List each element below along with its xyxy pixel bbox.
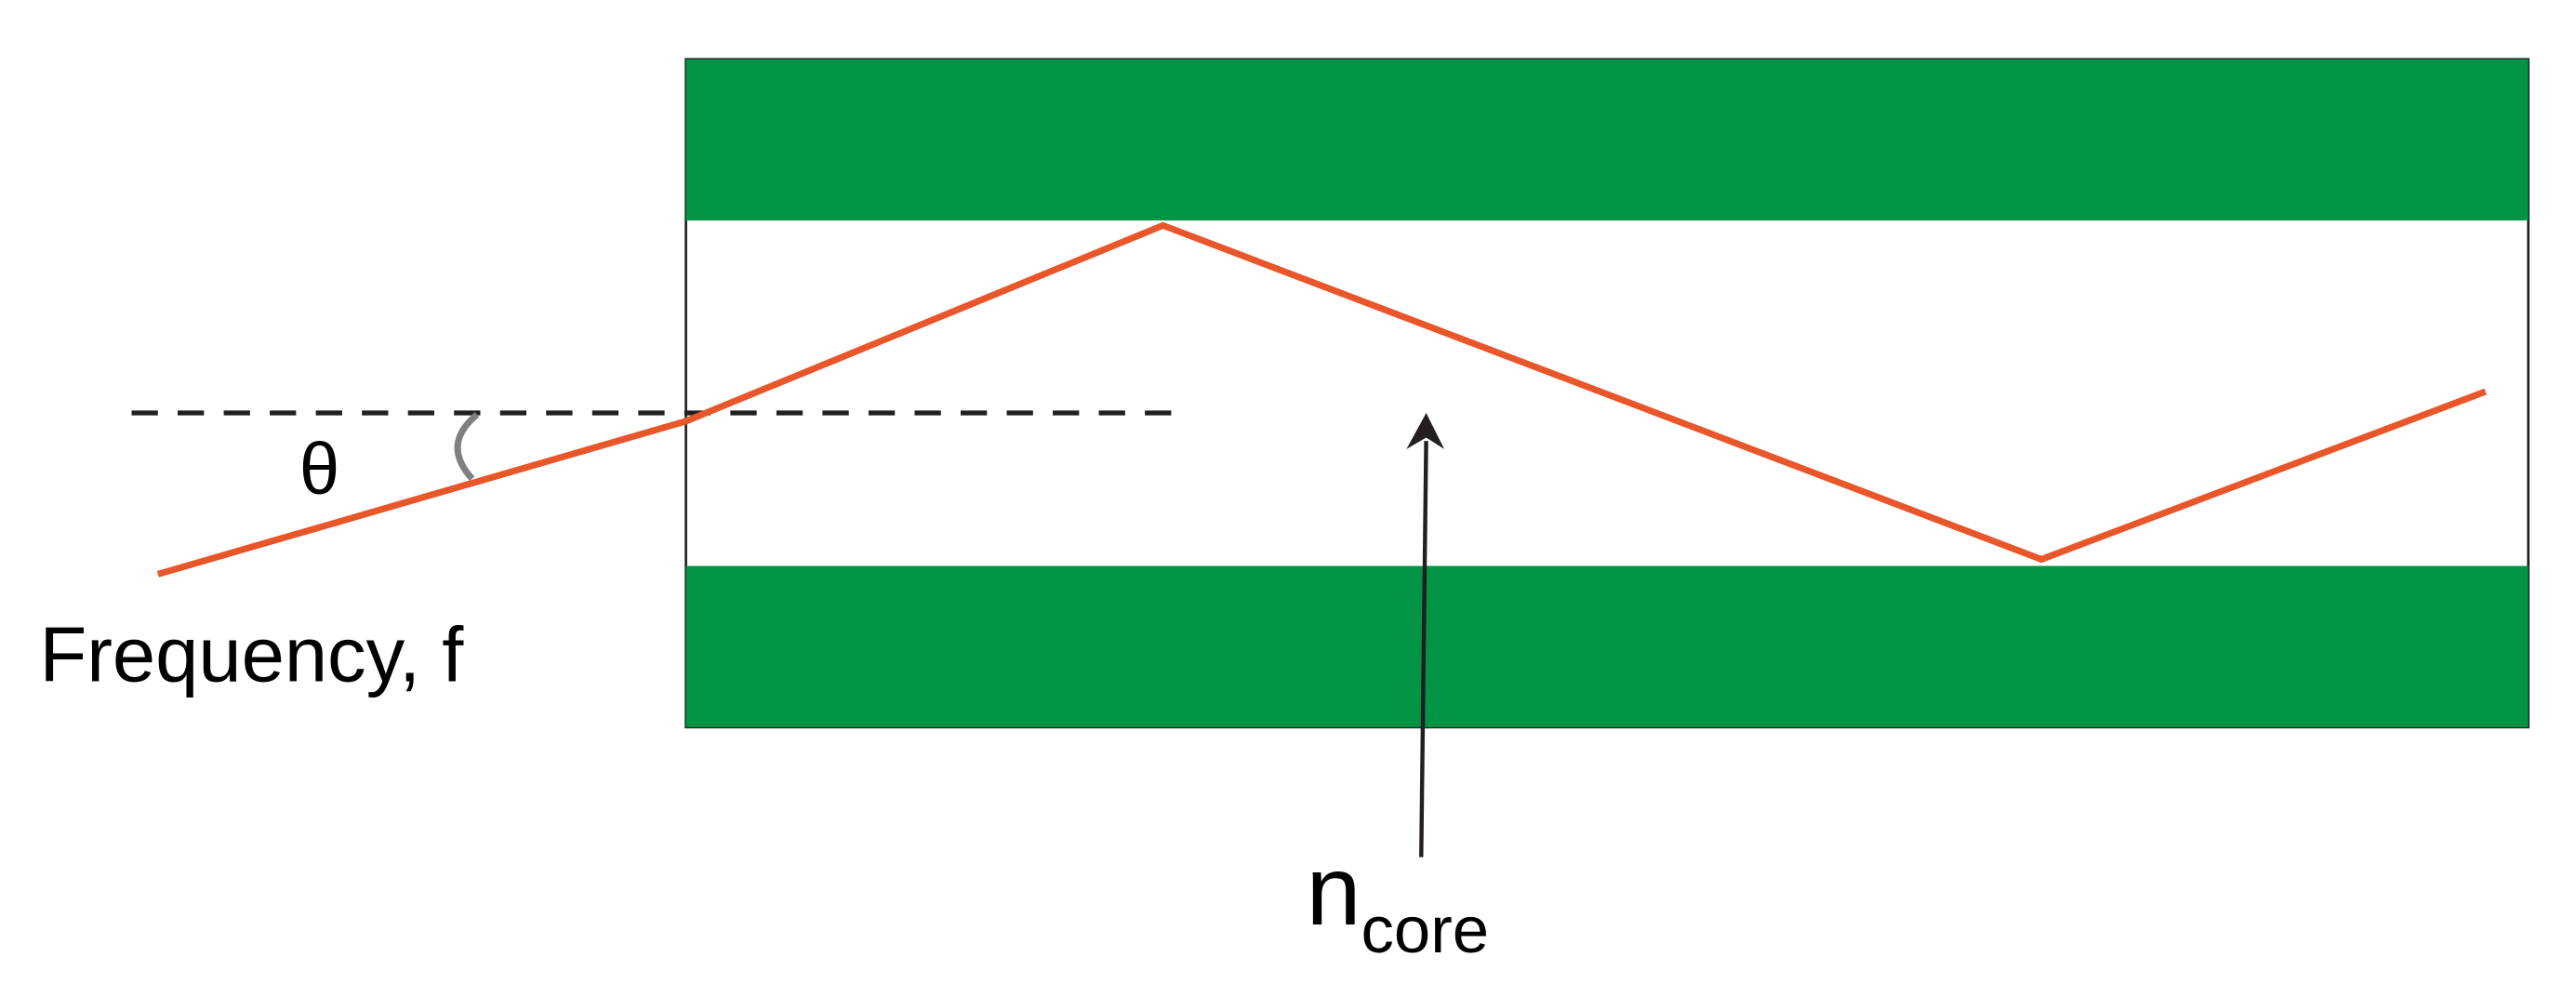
bottom-cladding [685, 565, 2529, 727]
theta-label: θ [299, 430, 339, 510]
core-pointer-line [1419, 441, 1428, 857]
n-core-main: n [1306, 836, 1361, 946]
core-pointer-arrowhead [1406, 413, 1445, 449]
top-cladding [685, 59, 2529, 221]
light-ray [156, 221, 2487, 578]
frequency-label: Frequency, f [39, 611, 464, 698]
n-core-subscript: core [1361, 893, 1489, 966]
angle-arc [454, 412, 480, 482]
n-core-label: ncore [1306, 836, 1489, 966]
